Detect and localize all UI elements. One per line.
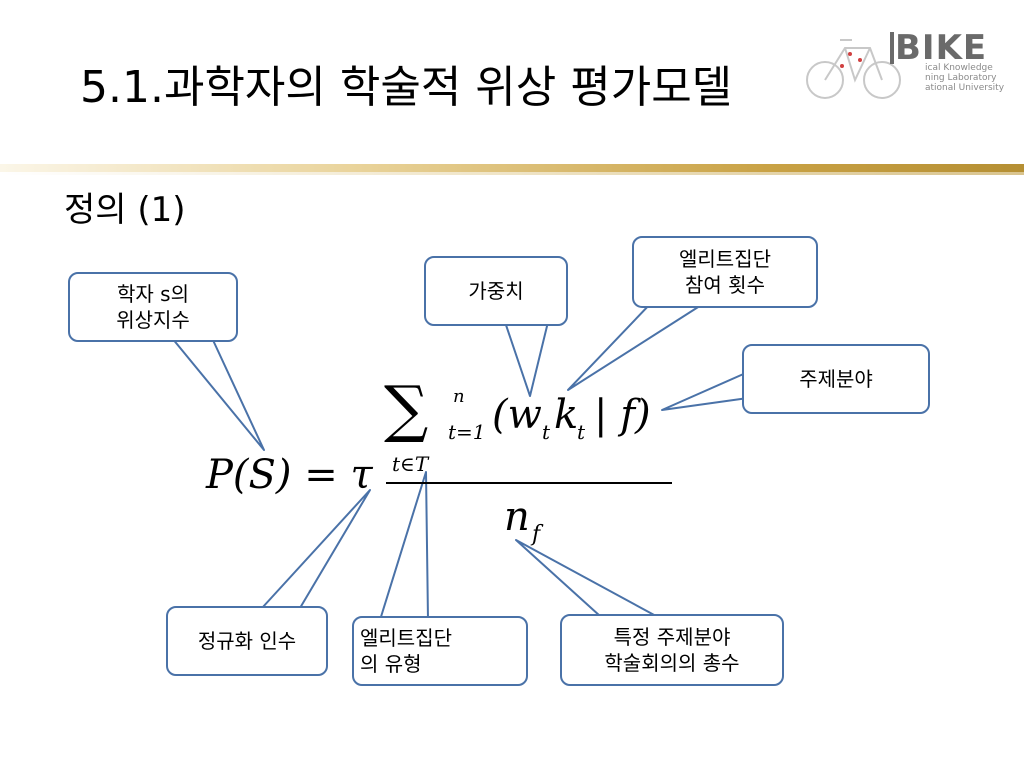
formula-k-term: k [554,392,579,438]
formula-sum-index: t∈T [392,452,429,476]
title-divider [0,164,1024,172]
formula-w-sub: t [542,420,551,444]
formula-w-term: (w [492,392,542,438]
bike-logo-icon [806,32,901,99]
formula-denominator-sub: f [532,522,541,547]
pointer-subject-field [661,371,749,411]
callout-subject-field-text: 주제분야 [799,367,873,391]
pointer-scholar-index [171,337,265,451]
formula-cond-term: | f) [594,392,651,438]
pointer-elite-type [379,471,429,621]
logo-tagline-3: ational University [925,83,1005,93]
logo-name: BIKE [895,28,988,68]
logo-tagline-2: ning Laboratory [925,73,997,83]
slide-title: 5.1.과학자의 학술적 위상 평가모델 [80,62,733,113]
pointer-elite-count [567,301,707,391]
callout-weight-text: 가중치 [468,279,524,303]
callout-normalization-text: 정규화 인수 [197,629,297,653]
callout-weight: 가중치 [424,256,568,326]
formula-inner-upper: n [453,386,465,407]
callout-elite-type-text: 엘리트집단 의 유형 [360,626,452,676]
logo-tagline-1: ical Knowledge [925,63,993,73]
pointer-conference-total [515,539,657,617]
callout-elite-count: 엘리트집단 참여 횟수 [632,236,818,308]
callout-conference-total-text: 특정 주제분야 학술회의의 총수 [604,625,740,675]
formula-sum-symbol: ∑ [384,372,429,445]
formula-lhs: P(S) = τ [206,452,373,498]
callout-elite-count-text: 엘리트집단 참여 횟수 [679,247,771,297]
formula-inner-lower: t=1 [448,420,486,444]
formula-fraction-bar [386,482,672,484]
callout-subject-field: 주제분야 [742,344,930,414]
callout-scholar-index-text: 학자 s의 위상지수 [116,282,190,332]
section-subtitle: 정의 (1) [64,190,186,230]
pointer-weight [504,321,549,397]
formula-k-sub: t [577,420,586,444]
callout-conference-total: 특정 주제분야 학술회의의 총수 [560,614,784,686]
callout-normalization: 정규화 인수 [166,606,328,676]
formula-denominator: n [504,494,530,540]
title-divider-shadow [0,172,1024,175]
callout-elite-type: 엘리트집단 의 유형 [352,616,528,686]
pointer-normalization [261,489,371,609]
callout-scholar-index: 학자 s의 위상지수 [68,272,238,342]
